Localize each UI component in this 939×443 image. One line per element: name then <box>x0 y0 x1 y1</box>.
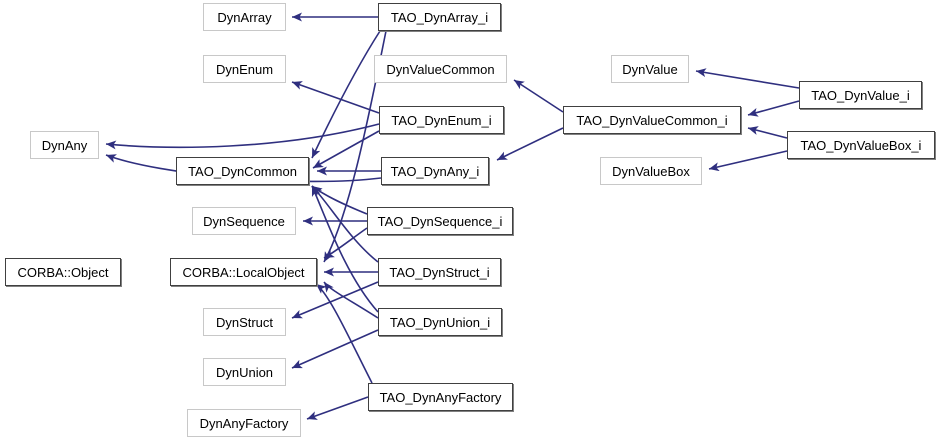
class-node-label: DynStruct <box>215 314 274 330</box>
class-node-dynenum[interactable]: DynEnum <box>203 55 286 83</box>
class-node-label: CORBA::LocalObject <box>182 264 305 280</box>
class-node-label: TAO_DynStruct_i <box>389 264 490 280</box>
class-node-tao_dynarray_i[interactable]: TAO_DynArray_i <box>378 3 501 31</box>
class-node-tao_dynsequence_i[interactable]: TAO_DynSequence_i <box>367 207 513 235</box>
class-node-tao_dyncommon[interactable]: TAO_DynCommon <box>176 157 309 185</box>
class-node-tao_dynany_i[interactable]: TAO_DynAny_i <box>381 157 489 185</box>
inheritance-edge <box>311 185 379 313</box>
class-node-tao_dynvaluebox_i[interactable]: TAO_DynValueBox_i <box>787 131 935 159</box>
inheritance-edge <box>291 329 379 369</box>
class-node-tao_dynunion_i[interactable]: TAO_DynUnion_i <box>378 308 502 336</box>
inheritance-edge <box>291 81 380 114</box>
class-node-label: TAO_DynEnum_i <box>391 112 492 128</box>
inheritance-edge <box>315 283 373 384</box>
class-node-dynany[interactable]: DynAny <box>30 131 99 159</box>
inheritance-edge <box>312 130 380 169</box>
class-node-label: TAO_DynUnion_i <box>389 314 491 330</box>
class-node-label: TAO_DynValue_i <box>811 87 910 103</box>
class-node-tao_dynenum_i[interactable]: TAO_DynEnum_i <box>379 106 504 134</box>
class-node-label: TAO_DynAny_i <box>390 163 480 179</box>
class-node-label: DynValueBox <box>612 163 690 179</box>
inheritance-edge <box>291 281 379 319</box>
class-node-dynvaluecommon[interactable]: DynValueCommon <box>374 55 507 83</box>
class-node-label: DynValueCommon <box>386 61 495 77</box>
class-node-dynstruct[interactable]: DynStruct <box>203 308 286 336</box>
class-node-label: TAO_DynValueCommon_i <box>576 112 728 128</box>
inheritance-edge <box>105 123 380 150</box>
class-node-dynunion[interactable]: DynUnion <box>203 358 286 386</box>
class-node-dynvaluebox[interactable]: DynValueBox <box>600 157 702 185</box>
class-node-tao_dynvalue_i[interactable]: TAO_DynValue_i <box>799 81 922 109</box>
class-node-label: DynEnum <box>215 61 274 77</box>
class-node-dynarray[interactable]: DynArray <box>203 3 286 31</box>
inheritance-edge <box>747 126 788 139</box>
class-node-tao_dynanyfactory[interactable]: TAO_DynAnyFactory <box>368 383 513 411</box>
inheritance-edge <box>306 396 369 420</box>
class-node-label: TAO_DynValueBox_i <box>800 137 922 153</box>
class-node-corba-object[interactable]: CORBA::Object <box>5 258 121 286</box>
class-node-corba-localobject[interactable]: CORBA::LocalObject <box>170 258 317 286</box>
class-node-dynvalue[interactable]: DynValue <box>611 55 689 83</box>
inheritance-edge <box>747 100 800 117</box>
class-node-label: DynAny <box>41 137 88 153</box>
inheritance-edge <box>323 227 368 259</box>
class-node-label: TAO_DynSequence_i <box>377 213 503 229</box>
inheritance-edge <box>311 30 381 159</box>
inheritance-edge <box>513 79 564 113</box>
class-node-label: DynAnyFactory <box>199 415 289 431</box>
inheritance-edge <box>708 150 788 172</box>
class-node-label: TAO_DynAnyFactory <box>379 389 502 405</box>
class-node-label: DynValue <box>622 61 678 77</box>
class-node-label: DynUnion <box>215 364 274 380</box>
class-node-dynanyfactory[interactable]: DynAnyFactory <box>187 409 301 437</box>
class-node-dynsequence[interactable]: DynSequence <box>192 207 296 235</box>
class-node-label: DynArray <box>217 9 272 25</box>
inheritance-edge <box>496 127 564 161</box>
class-node-label: DynSequence <box>203 213 285 229</box>
class-node-tao_dynstruct_i[interactable]: TAO_DynStruct_i <box>378 258 501 286</box>
class-node-label: TAO_DynArray_i <box>390 9 489 25</box>
class-node-label: CORBA::Object <box>17 264 109 280</box>
class-node-label: TAO_DynCommon <box>188 163 297 179</box>
class-node-tao_dynvaluecommon_i[interactable]: TAO_DynValueCommon_i <box>563 106 741 134</box>
inheritance-edge <box>695 68 800 89</box>
